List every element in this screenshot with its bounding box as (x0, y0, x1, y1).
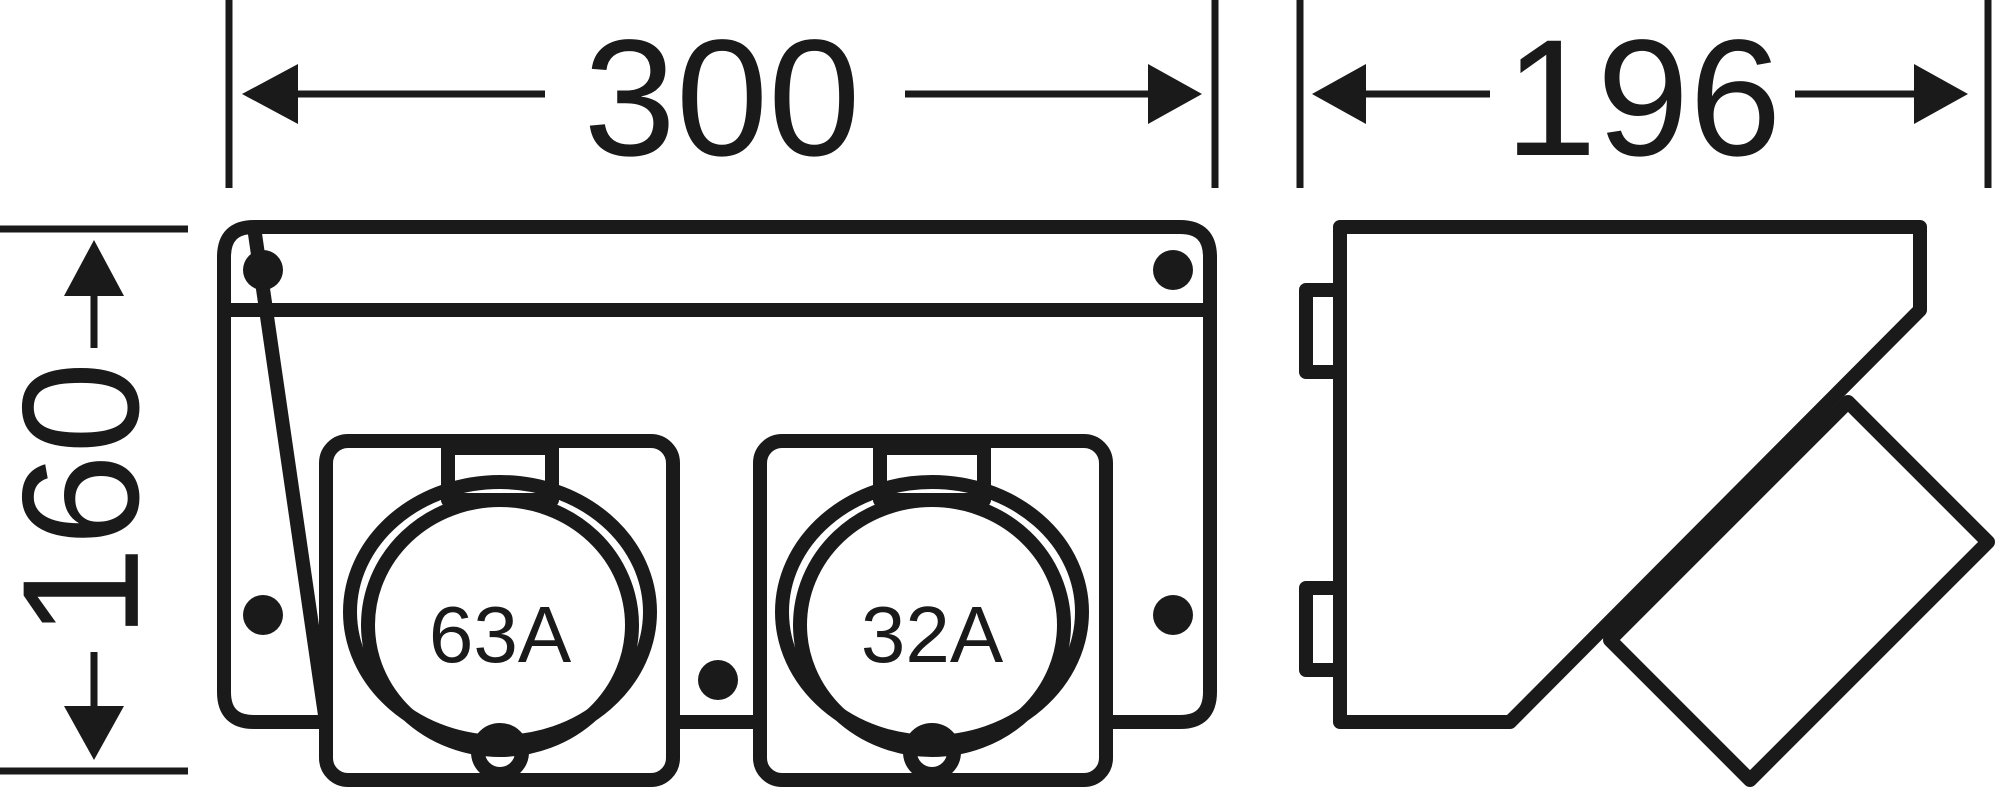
screw-icon-top-right (1153, 250, 1193, 290)
screw-icon-top-left (243, 250, 283, 290)
socket-rating-label: 32A (861, 590, 1004, 679)
socket-lid-ring (775, 475, 1089, 749)
width-arrowhead-right (1148, 64, 1202, 124)
height-arrowhead-top (64, 240, 124, 296)
width-arrowhead-left (242, 64, 298, 124)
depth-arrowhead-left (1312, 64, 1366, 124)
side-body-outline (1333, 220, 1927, 729)
depth-arrowhead-right (1914, 64, 1968, 124)
side-clip-bottom (1299, 581, 1347, 677)
depth-dimension: 196 (1296, 0, 1992, 191)
socket-latch-icon (471, 723, 529, 781)
socket-lid (361, 493, 639, 757)
socket-63a: 63A (319, 434, 680, 787)
screw-icon-mid-right (1153, 595, 1193, 635)
screw-icon-center (698, 660, 738, 700)
side-clip-top (1299, 283, 1347, 379)
enclosure-outline (217, 220, 1217, 729)
socket-latch-icon (903, 723, 961, 781)
width-dimension: 300 (225, 0, 1219, 191)
height-dimension-label: 160 (0, 362, 174, 639)
socket-lid (793, 493, 1071, 757)
front-view: 63A 32A (217, 220, 1217, 787)
depth-dimension-label: 196 (1505, 6, 1782, 191)
socket-lid-ring (343, 475, 657, 749)
socket-rating-label: 63A (429, 590, 572, 679)
height-arrowhead-bottom (64, 706, 124, 760)
side-view (1299, 220, 1995, 787)
width-dimension-label: 300 (584, 6, 861, 191)
height-dimension: 160 (0, 225, 188, 775)
screw-icon-mid-left (243, 595, 283, 635)
socket-32a: 32A (753, 434, 1113, 787)
side-socket-housing (1603, 395, 1995, 787)
